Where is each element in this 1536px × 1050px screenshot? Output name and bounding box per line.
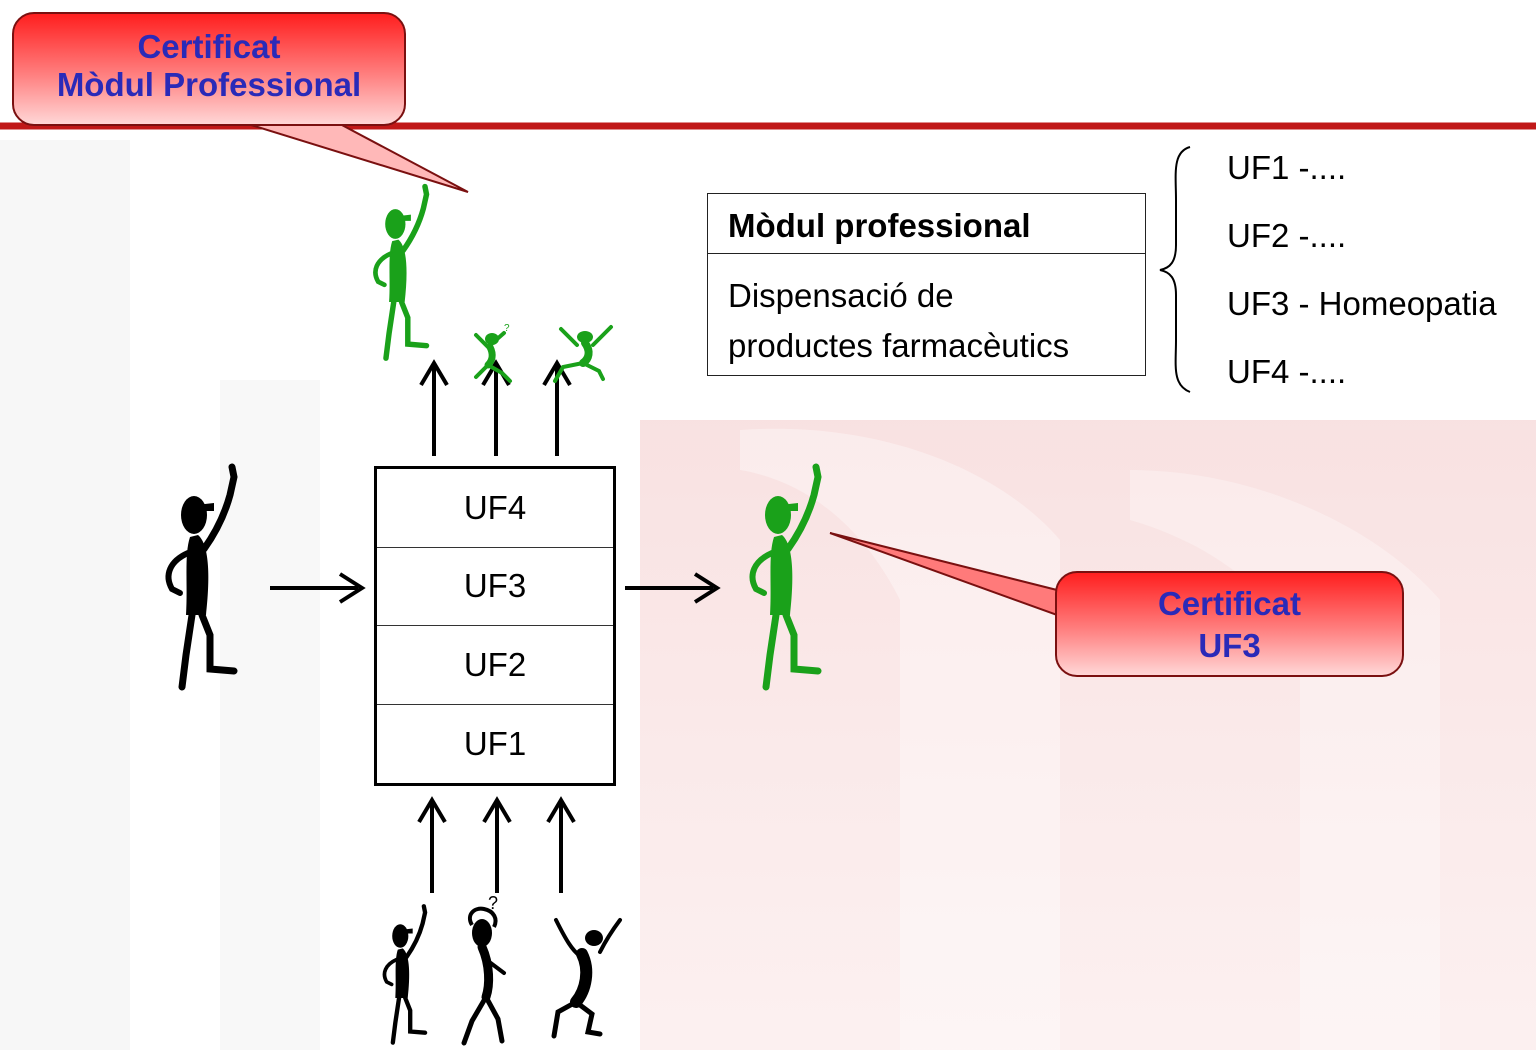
- student-figure: [165, 463, 238, 691]
- watermark-shape: [220, 380, 320, 1050]
- curly-brace: [1159, 146, 1191, 393]
- callout-line: Certificat: [1157, 585, 1302, 622]
- uf-list-item: UF2 -....: [1227, 217, 1347, 254]
- svg-text:?: ?: [504, 323, 510, 334]
- module-name-line: productes farmacèutics: [728, 327, 1070, 364]
- uf-stack-cell: UF4: [377, 469, 613, 548]
- student-figure: [382, 904, 428, 1045]
- callout-tail: [247, 123, 469, 193]
- callout-tail: [829, 532, 1058, 617]
- celebrating-figure: ?: [474, 323, 512, 383]
- certified-figure: [749, 463, 822, 691]
- certified-figure: [373, 183, 430, 361]
- uf-list-item: UF3 - Homeopatia: [1227, 285, 1497, 322]
- callout-line: UF3: [1198, 627, 1261, 664]
- arrow-input-left: [270, 572, 366, 604]
- uf-list-item: UF1 -....: [1227, 149, 1347, 186]
- module-name-line: Dispensació de: [728, 277, 954, 314]
- uf-stack: UF4 UF3 UF2 UF1: [374, 466, 616, 786]
- watermark-shape: [640, 420, 1536, 1050]
- arrow-output-top: [419, 359, 449, 456]
- uf-list-item: UF4 -....: [1227, 353, 1347, 390]
- callout-line: Certificat: [137, 28, 281, 65]
- module-table-header: Mòdul professional: [708, 194, 1145, 254]
- arrow-output-right: [625, 572, 721, 604]
- uf-stack-cell: UF1: [463, 724, 527, 762]
- uf-stack-cell: UF2: [377, 626, 613, 705]
- arrow-input-bottom: [417, 796, 447, 893]
- callout-certificat-modul: Certificat Mòdul Professional: [12, 12, 406, 126]
- uf-stack-cell: UF3: [377, 548, 613, 626]
- thinking-figure: ?: [461, 893, 506, 1046]
- module-table: Mòdul professional Dispensació de produc…: [707, 193, 1146, 376]
- callout-certificat-uf3: Certificat UF3: [1055, 571, 1404, 677]
- watermark-shape: [0, 140, 130, 1050]
- celebrating-figure: [553, 325, 613, 383]
- uf-list: UF1 -.... UF2 -.... UF3 - Homeopatia UF4…: [1227, 146, 1497, 418]
- arrow-input-bottom: [546, 796, 576, 893]
- callout-line: Mòdul Professional: [56, 66, 362, 103]
- arrow-input-bottom: [482, 796, 512, 893]
- svg-text:?: ?: [488, 893, 498, 913]
- cheering-figure: [551, 918, 622, 1039]
- module-table-body: Dispensació de productes farmacèutics: [708, 254, 1145, 371]
